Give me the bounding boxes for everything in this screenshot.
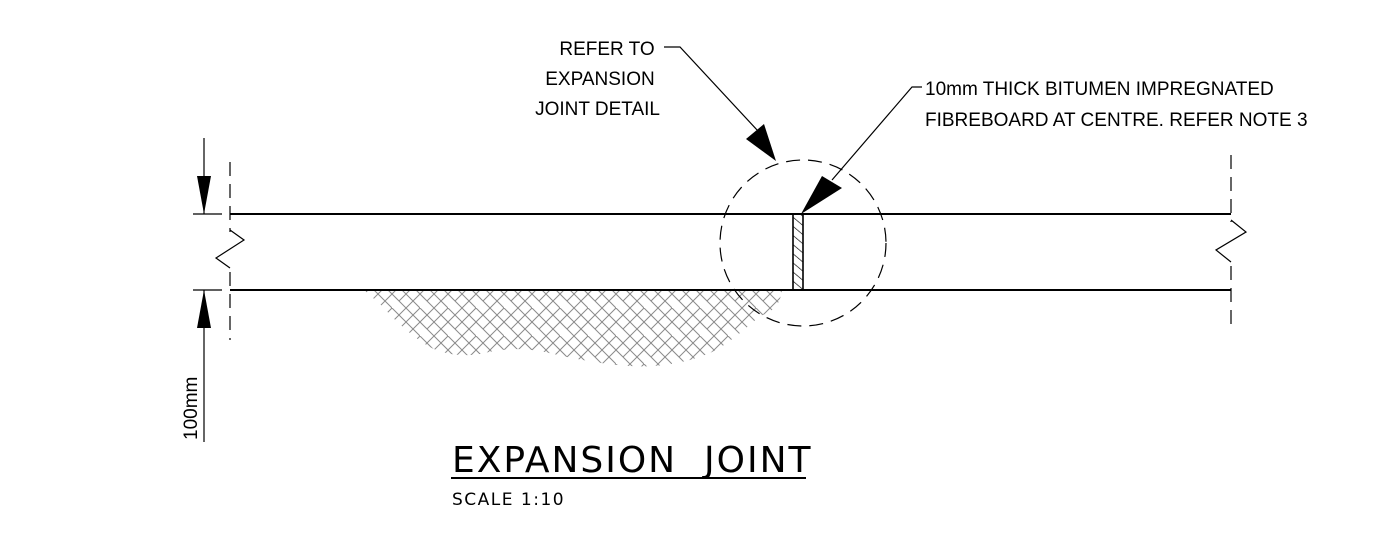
drawing-scale: SCALE 1:10 <box>452 490 565 510</box>
callout-expansion-joint-detail: REFER TO EXPANSION JOINT DETAIL <box>535 39 776 161</box>
callout-fibreboard-text: 10mm THICK BITUMEN IMPREGNATED FIBREBOAR… <box>925 79 1308 131</box>
drawing-title: EXPANSION JOINT <box>452 440 812 481</box>
callout-expansion-detail-text: REFER TO EXPANSION JOINT DETAIL <box>535 39 660 120</box>
callout-fibreboard: 10mm THICK BITUMEN IMPREGNATED FIBREBOAR… <box>801 79 1308 214</box>
thickness-dimension: 100mm <box>181 138 222 442</box>
fibreboard-joint <box>792 213 804 291</box>
right-break-line <box>1214 155 1248 332</box>
left-break-line <box>214 162 246 340</box>
dimension-label: 100mm <box>181 377 202 440</box>
title-block: EXPANSION JOINT SCALE 1:10 <box>451 440 812 510</box>
subgrade-hatch <box>364 290 782 367</box>
detail-circle <box>719 159 887 327</box>
slab-outline <box>230 213 1231 291</box>
